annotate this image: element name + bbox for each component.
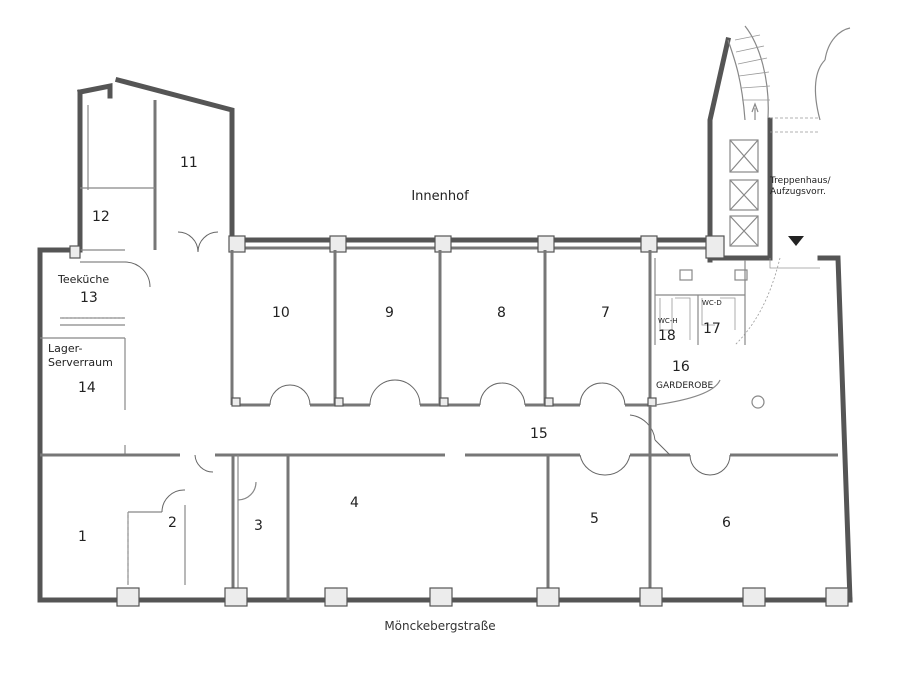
street-label: Mönckebergstraße <box>384 619 495 633</box>
stair-tower <box>727 25 851 346</box>
stair-label-2: Aufzugsvorr. <box>770 187 826 197</box>
room-number: 12 <box>92 209 110 225</box>
room-number: 10 <box>272 305 290 321</box>
room-number: 17 <box>703 321 721 337</box>
room-number: 5 <box>590 511 599 527</box>
room-number: 11 <box>180 155 198 171</box>
room-number: 14 <box>78 380 96 396</box>
courtyard-label: Innenhof <box>411 189 469 204</box>
room-number: 16 <box>672 359 690 375</box>
wc-d-label: WC-D <box>702 299 722 307</box>
room-number: 15 <box>530 426 548 442</box>
room-number: 2 <box>168 515 177 531</box>
room-number: 9 <box>385 305 394 321</box>
column <box>69 245 81 259</box>
kitchen-label: Teeküche <box>57 273 109 286</box>
labels: Innenhof Mönckebergstraße Treppenhaus/ A… <box>48 155 831 633</box>
office-row-bottom <box>40 405 838 600</box>
left-wing <box>40 100 219 455</box>
facade-columns <box>228 235 725 259</box>
room-number: 6 <box>722 515 731 531</box>
room-number: 8 <box>497 305 506 321</box>
room-number: 13 <box>80 290 98 306</box>
room-number: 4 <box>350 495 359 511</box>
storage-label-2: Serverraum <box>48 356 113 369</box>
office-row-top <box>230 250 657 407</box>
room-number: 3 <box>254 518 263 534</box>
wc-h-label: WC-H <box>658 317 678 325</box>
stair-label-1: Treppenhaus/ <box>769 176 831 186</box>
room-number: 7 <box>601 305 610 321</box>
room-number: 18 <box>658 328 676 344</box>
street-columns <box>116 587 849 607</box>
outer-walls <box>37 37 853 603</box>
arrow-down-icon <box>788 236 804 246</box>
storage-label-1: Lager- <box>48 342 82 355</box>
wc-block <box>654 258 765 409</box>
cloakroom-label: GARDEROBE <box>656 381 714 391</box>
room-number: 1 <box>78 529 87 545</box>
